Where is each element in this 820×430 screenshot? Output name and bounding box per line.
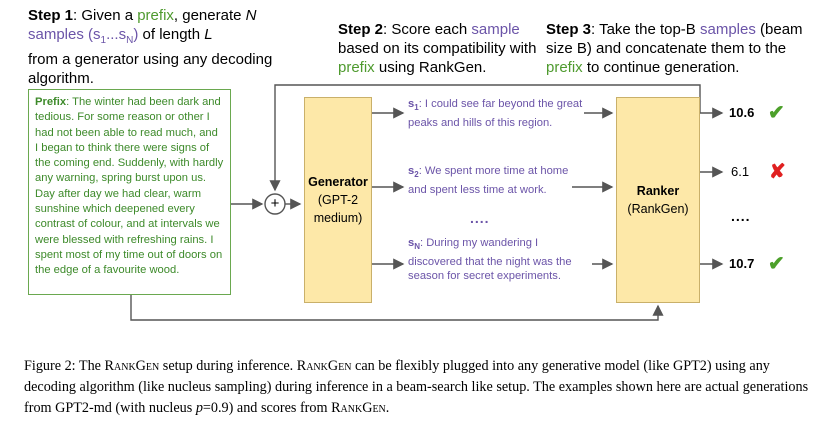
sample-2: s2: We spent more time at home and spent… [408, 165, 569, 196]
score-n: 10.7 [729, 256, 755, 271]
samples-ellipsis: .... [470, 210, 490, 226]
scores-ellipsis: .... [731, 208, 751, 224]
score-1: 10.6 [729, 105, 755, 120]
prefix-label: Prefix [35, 96, 67, 108]
cross-icon: ✘ [769, 161, 786, 183]
ranker-title: Ranker [636, 184, 680, 198]
generator-block: Generator (GPT-2 medium) [304, 97, 372, 303]
check-icon: ✔ [768, 253, 785, 275]
check-icon: ✔ [768, 102, 785, 124]
generator-title: Generator [308, 175, 368, 189]
plus-node [264, 193, 286, 215]
ranker-block: Ranker (RankGen) [616, 97, 700, 303]
step1-text: Step 1: Given a prefix, generate N sampl… [28, 7, 273, 87]
plus-symbol: + [270, 195, 280, 212]
prefix-box: Prefix: The winter had been dark and ted… [28, 89, 231, 295]
generator-subtitle: (GPT-2 medium) [313, 193, 363, 225]
prefix-text: : The winter had been dark and tedious. … [35, 96, 224, 277]
step2-text: Step 2: Score each sample based on its c… [338, 21, 537, 76]
score-2: 6.1 [731, 164, 750, 179]
step3-text: Step 3: Take the top-B samples (beam siz… [546, 21, 803, 76]
figure-caption: Figure 2: The RankGen setup during infer… [24, 358, 809, 416]
sample-n: sN: During my wandering I discovered tha… [408, 237, 572, 283]
ranker-subtitle: (RankGen) [627, 202, 689, 216]
sample-1: s1: I could see far beyond the great pea… [408, 98, 583, 129]
